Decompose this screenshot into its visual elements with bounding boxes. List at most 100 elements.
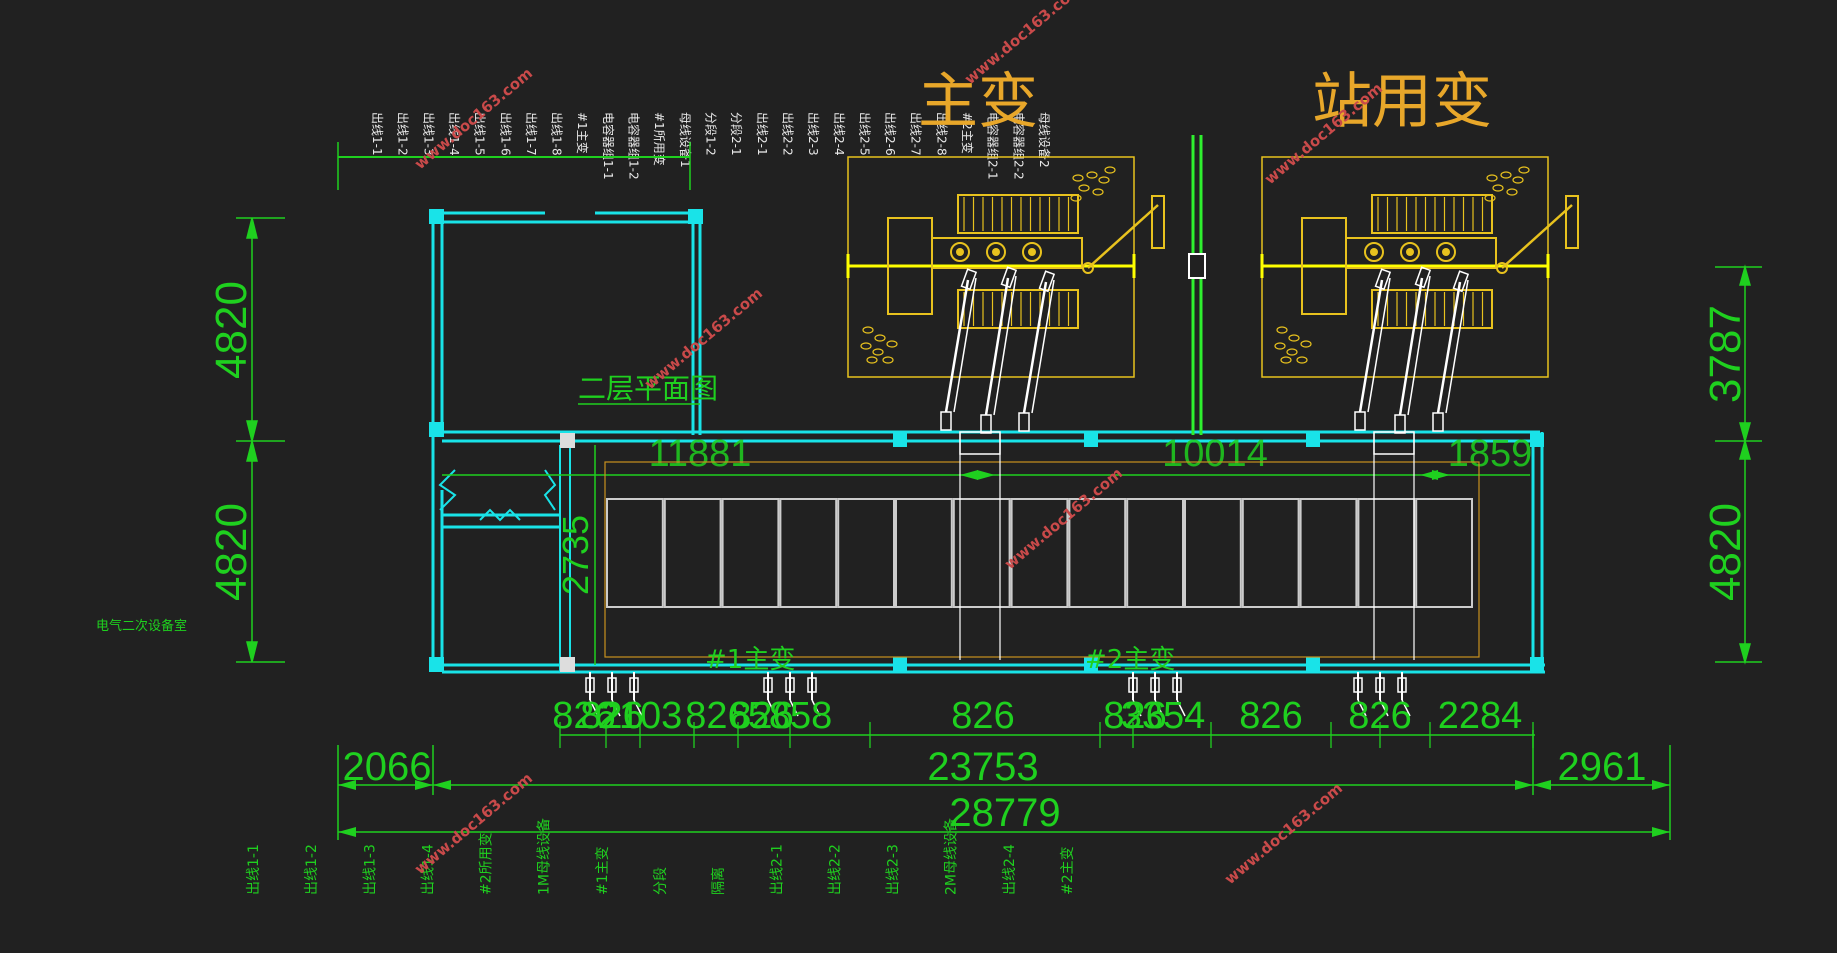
bottom-label: 出线1-1 (246, 844, 262, 895)
top-label: 出线1-5 (473, 112, 487, 156)
dim-bottom-segment: 826 (730, 695, 793, 737)
terminal-tail (1176, 699, 1186, 717)
cable-head (1394, 414, 1406, 434)
bottom-label: 出线1-2 (304, 844, 320, 895)
switchgear-cabinet (1068, 498, 1127, 608)
detail-mark (1500, 171, 1512, 179)
bushing (1400, 242, 1420, 262)
top-label: 分段1-2 (704, 112, 719, 156)
switchgear-cabinet-row (606, 498, 1473, 608)
top-label: 出线2-7 (909, 112, 923, 156)
left-dimension-chain (236, 217, 285, 663)
top-label: 分段2-1 (729, 112, 744, 156)
switchgear-cabinet (895, 498, 953, 608)
switchgear-cabinet (952, 498, 1011, 608)
bushing (1022, 242, 1042, 262)
terminal-tail (611, 699, 621, 717)
cable-lead (1445, 279, 1469, 414)
bushing-core (1370, 248, 1378, 256)
detail-mark (1274, 342, 1286, 350)
column-marker (429, 422, 444, 437)
dim-left-upper: 4820 (207, 281, 256, 379)
terminal-tail (1154, 699, 1164, 717)
dim-bottom-segment: 826 (1239, 695, 1302, 737)
detail-mark (1092, 188, 1104, 196)
column-marker (1084, 433, 1098, 447)
detail-mark (1300, 340, 1312, 348)
cable-lead (1358, 279, 1384, 413)
detail-mark (1512, 176, 1524, 184)
second-floor-plan-label: 二层平面图 (578, 372, 718, 405)
cable-lead (1436, 281, 1462, 414)
dim-bottom-segment: 826 (951, 695, 1014, 737)
switchgear-cabinet (663, 498, 722, 608)
cable-lead (1407, 275, 1431, 416)
bottom-label: 出线2-3 (886, 844, 902, 895)
right-dimension-chain (1715, 264, 1762, 665)
column-marker (1084, 657, 1098, 671)
cable-head (1374, 268, 1392, 291)
transformer-2-room-label: #2主变 (1085, 645, 1175, 675)
top-label: 出线2-8 (934, 112, 948, 156)
cable-head (1038, 270, 1056, 293)
switchgear-cabinet (1241, 498, 1300, 608)
bushing-core (1442, 248, 1450, 256)
switchgear-cabinet (1126, 498, 1184, 608)
top-label: 出线1-7 (524, 112, 538, 156)
dim-arrow (977, 470, 995, 480)
column-marker (429, 209, 444, 224)
terminal-head (1150, 677, 1160, 693)
dim-overall-total: 28779 (949, 791, 1060, 835)
cable-head (1354, 411, 1366, 431)
column-marker (893, 433, 907, 447)
bushing-core (1028, 248, 1036, 256)
column-marker (1306, 657, 1320, 671)
bottom-label: 分段 (653, 867, 669, 895)
terminal-head (1172, 677, 1182, 693)
top-label: 电容器组2-2 (1011, 112, 1026, 180)
cable-head (1000, 266, 1018, 289)
vertical-green-conductor (1188, 135, 1206, 435)
cable-lead (953, 277, 977, 413)
top-label: 电容器组1-2 (627, 112, 642, 180)
terminal-head (1353, 677, 1363, 693)
cable-head (940, 411, 952, 431)
dim-inner-vertical: 2735 (555, 515, 596, 595)
top-label: 出线2-2 (780, 112, 794, 156)
bottom-label: 2M母线设备 (943, 818, 960, 895)
detail-mark (1486, 174, 1498, 182)
upper-left-room (431, 210, 702, 435)
cable-lead (1022, 281, 1048, 414)
terminal-head (607, 677, 617, 693)
top-label: #1主变 (575, 112, 590, 154)
top-label: 出线2-1 (755, 112, 769, 156)
detail-mark (1104, 166, 1116, 174)
terminal-head (807, 677, 817, 693)
bottom-label: #2所用变 (479, 832, 495, 895)
detail-mark (1280, 356, 1292, 364)
bottom-label: 出线2-4 (1002, 844, 1018, 895)
dim-right-upper: 3787 (1701, 305, 1750, 403)
terminal-head (1397, 677, 1407, 693)
switchgear-cabinet (1357, 498, 1416, 608)
cable-head (1414, 266, 1432, 289)
switchgear-cabinet (1010, 498, 1069, 608)
dim-right-offset: 2961 (1558, 745, 1647, 789)
cable-lead (993, 275, 1017, 416)
bushing-core (992, 248, 1000, 256)
detail-mark (1506, 188, 1518, 196)
column-marker (1530, 657, 1544, 671)
wall-penetration (1373, 431, 1415, 455)
transformer-body (931, 237, 1083, 269)
conservator-pipe (1501, 204, 1573, 269)
cable-lead (1398, 277, 1424, 416)
terminal-head (1128, 677, 1138, 693)
top-label: 出线1-6 (498, 112, 512, 156)
valve (1496, 262, 1508, 274)
dim-bottom-segment: 826 (580, 695, 643, 737)
dimension-extension-lines (337, 730, 1671, 840)
bottom-label: 出线1-3 (362, 844, 378, 895)
terminal-head (629, 677, 639, 693)
switchgear-cabinet (721, 498, 780, 608)
